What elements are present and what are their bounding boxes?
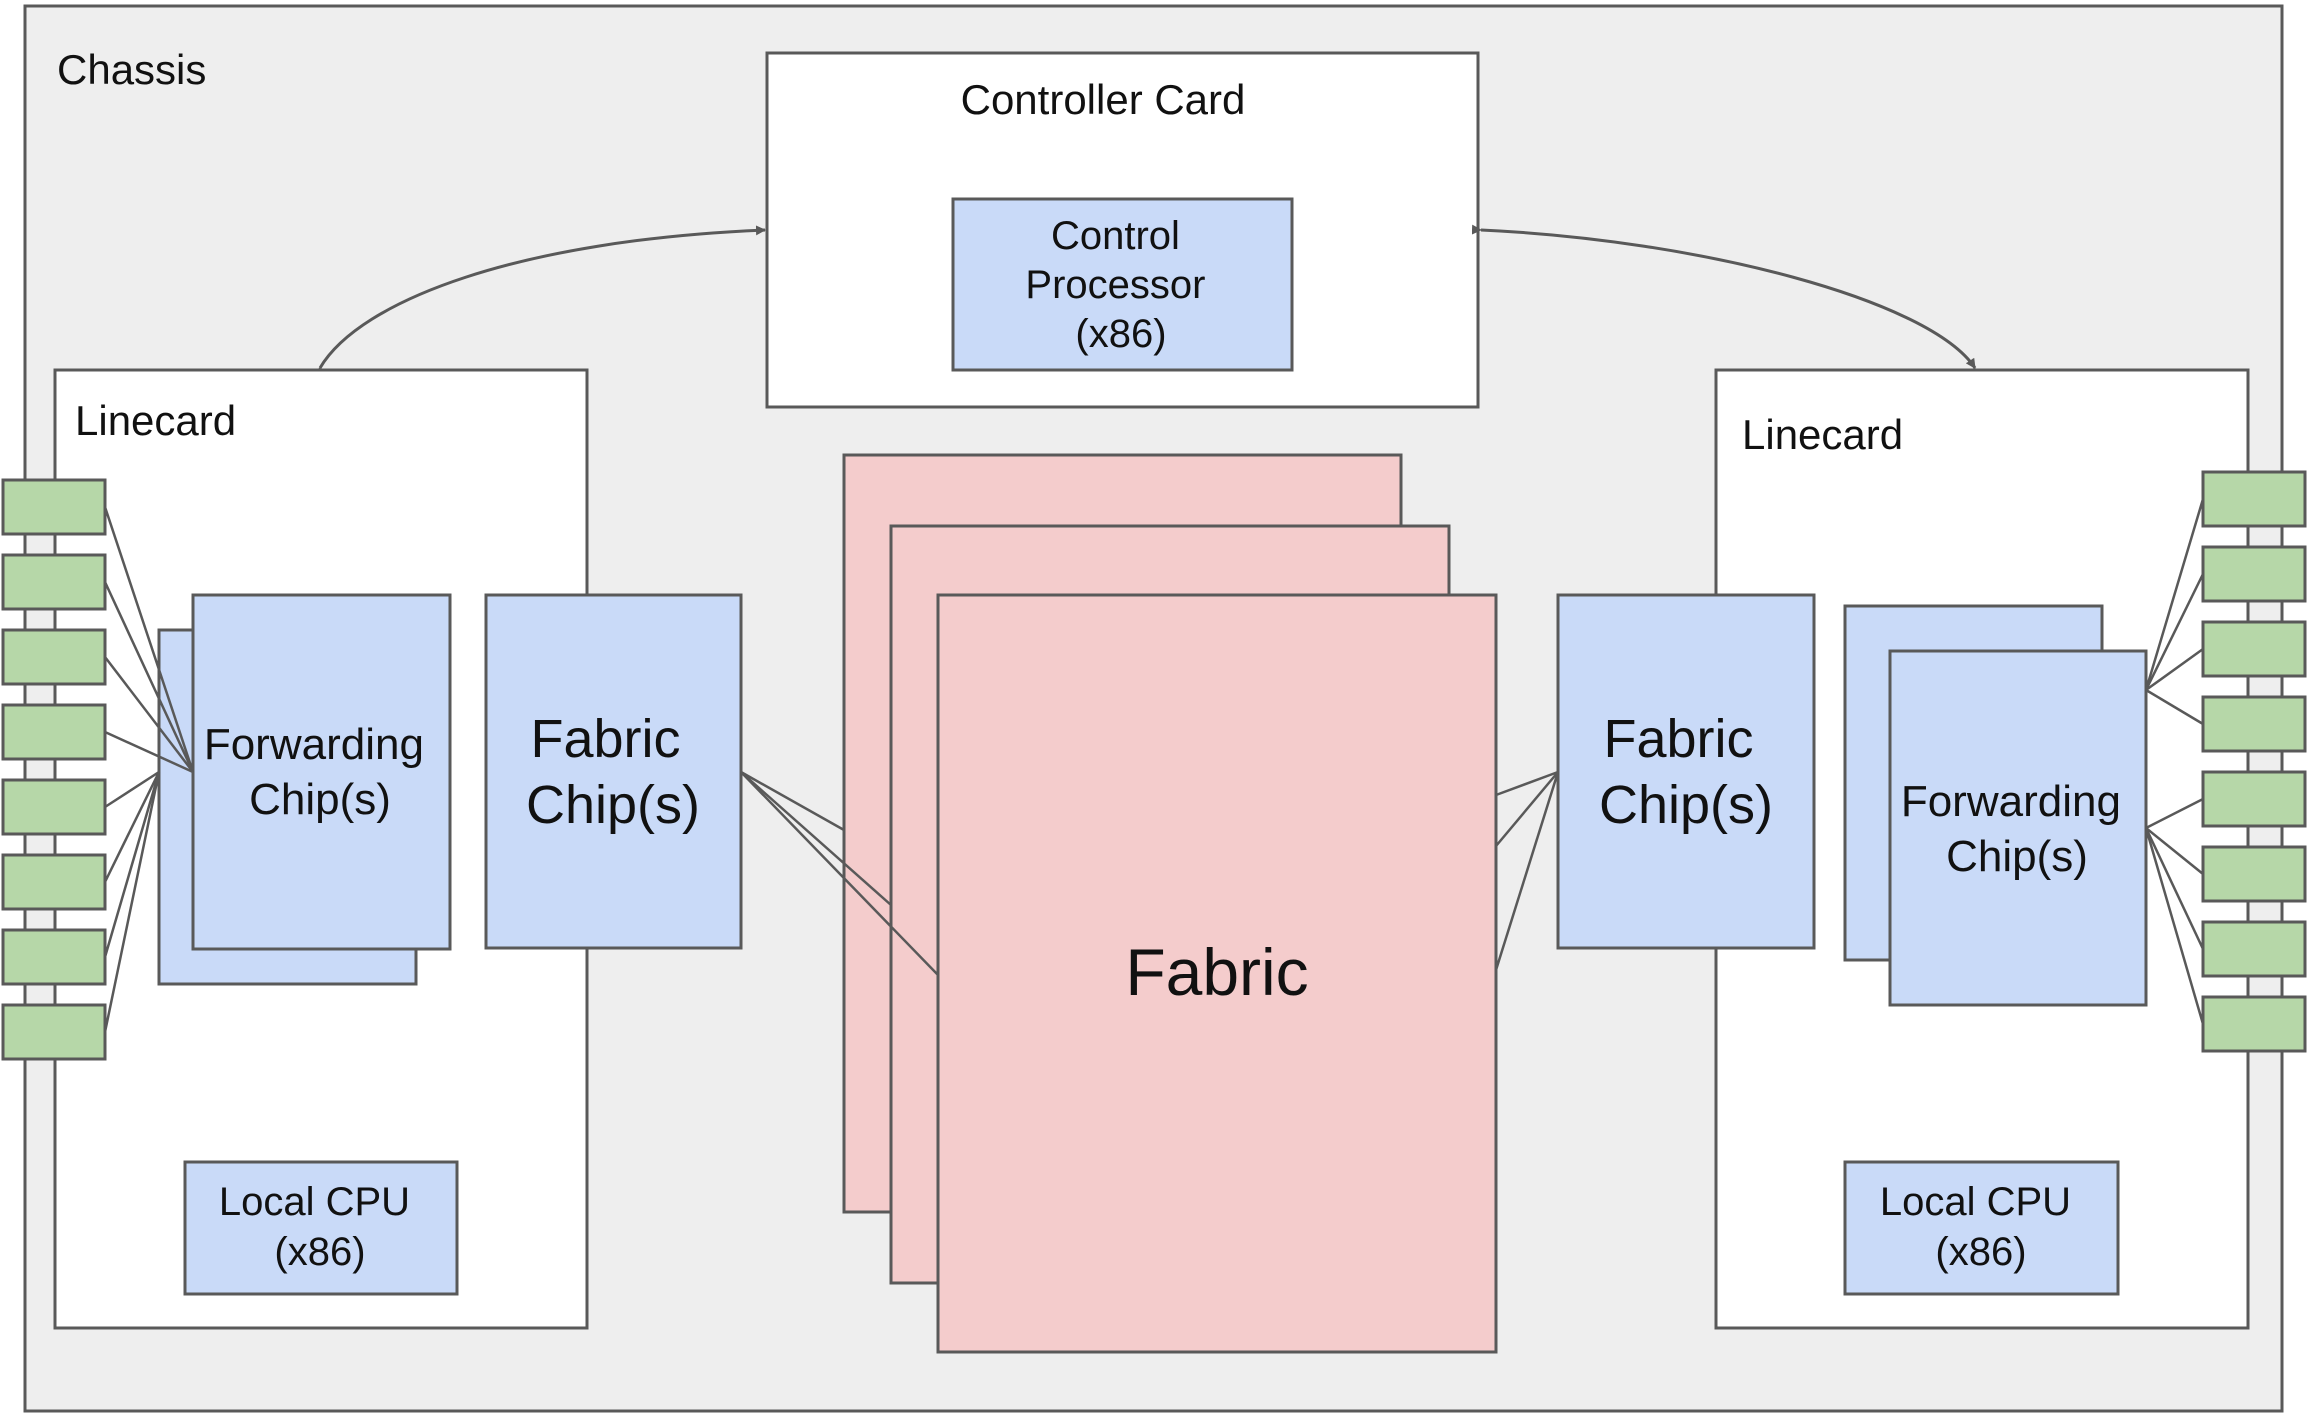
fabric-card-front <box>936 593 1498 1354</box>
right-port-link <box>2145 688 2204 726</box>
left-port-link <box>104 656 194 773</box>
right-fabric-chip: Fabric Chip(s) <box>1556 593 1816 950</box>
left-port <box>1 778 107 836</box>
controller-right-linecard-arrow <box>1471 224 1977 369</box>
right-linecard-label: Linecard <box>1742 411 1903 458</box>
right-port-link <box>2144 827 2205 950</box>
left-port <box>1 1003 107 1061</box>
left-fabric-link <box>740 771 939 976</box>
right-fabric-link <box>1495 771 1559 847</box>
left-forwarding-chip-label: Forwarding Chip(s) <box>204 720 436 824</box>
left-port <box>1 553 107 611</box>
right-local-cpu-label: Local CPU (x86) <box>1880 1180 2082 1274</box>
right-fabric-link <box>1494 771 1560 971</box>
right-port <box>2201 995 2307 1053</box>
right-local-cpu-box <box>1843 1160 2120 1296</box>
right-forwarding-chip-label: Forwarding Chip(s) <box>1901 777 2133 881</box>
right-port <box>2201 920 2307 978</box>
left-local-cpu-box <box>183 1160 459 1296</box>
right-fabric-chip-box <box>1556 593 1816 950</box>
right-port-link <box>2145 827 2204 875</box>
right-port <box>2201 620 2307 678</box>
fabric: Fabric <box>740 453 1560 1354</box>
left-forwarding-chip-box <box>191 593 452 951</box>
left-port-link <box>103 506 195 773</box>
right-port-link <box>2144 827 2205 1025</box>
right-port-link <box>2145 797 2204 830</box>
left-port <box>1 628 107 686</box>
control-processor-box <box>951 197 1294 372</box>
left-fabric-chip-label: Fabric Chip(s) <box>526 709 700 835</box>
left-fabric-link <box>740 770 845 832</box>
left-port-link <box>104 730 194 774</box>
left-port <box>1 853 107 911</box>
left-port-link <box>103 771 161 883</box>
left-ports <box>1 478 195 1061</box>
left-port-link <box>104 770 160 809</box>
left-fabric-chip-box <box>484 593 743 950</box>
left-fabric-chip: Fabric Chip(s) <box>484 593 743 950</box>
right-forwarding-chip-box <box>1888 649 2148 1007</box>
left-port <box>1 703 107 761</box>
right-port-link <box>2144 498 2205 691</box>
left-port-link <box>103 771 161 958</box>
right-port-link <box>2144 573 2205 691</box>
left-local-cpu-label: Local CPU (x86) <box>219 1180 421 1274</box>
right-port <box>2201 845 2307 903</box>
controller-card: Controller Card Control Processor (x86) <box>765 51 1480 409</box>
controller-card-label: Controller Card <box>961 76 1246 123</box>
controller-left-linecard-arrow <box>311 225 766 379</box>
chassis-label: Chassis <box>57 46 206 93</box>
left-fabric-link <box>740 771 892 906</box>
control-processor-label: Control Processor (x86) <box>1025 214 1216 356</box>
right-port-link <box>2145 647 2204 692</box>
right-port <box>2201 470 2307 528</box>
right-port <box>2201 545 2307 603</box>
right-fabric-chip-label: Fabric Chip(s) <box>1599 709 1773 835</box>
left-port <box>1 478 107 536</box>
left-port <box>1 928 107 986</box>
right-fabric-link <box>1495 770 1559 797</box>
right-ports <box>2144 470 2307 1053</box>
left-port-link <box>103 771 161 1033</box>
left-linecard-label: Linecard <box>75 397 236 444</box>
right-port <box>2201 695 2307 753</box>
fabric-label: Fabric <box>1125 935 1308 1009</box>
left-port-link <box>103 581 195 773</box>
right-port <box>2201 770 2307 828</box>
